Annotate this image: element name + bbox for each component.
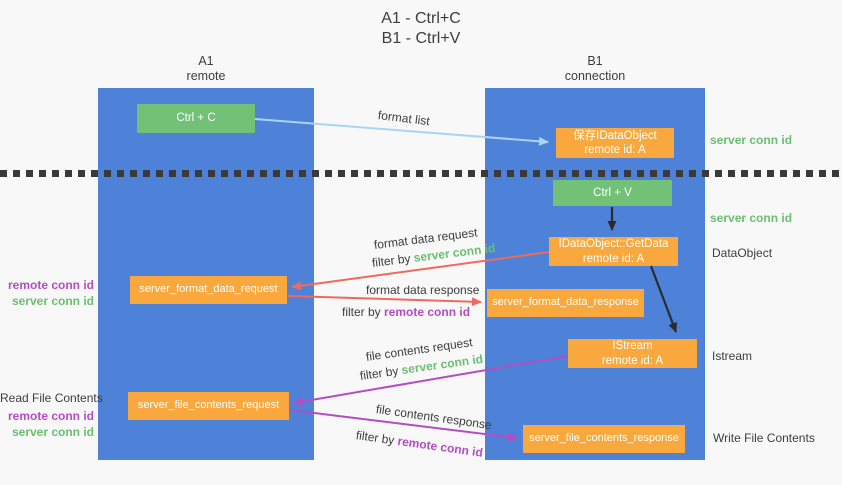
dataobject-label: DataObject [712, 246, 773, 260]
save-idataobject-box: 保存IDataObject remote id: A [556, 128, 674, 158]
file-contents-response-label: file contents response [375, 402, 493, 433]
server-file-contents-request-label: server_file_contents_request [137, 399, 280, 412]
format-list-label: format list [377, 108, 431, 129]
ctrl-c-label: Ctrl + C [176, 112, 216, 125]
format-data-response-label: format data response [366, 283, 480, 297]
getdata-line2: remote id: A [582, 252, 645, 265]
filter-by-text: filter by [371, 251, 412, 270]
remote-conn-id-text: remote conn id [396, 433, 484, 460]
filter-by-remote-conn-id-label-2: filter by remote conn id [355, 428, 484, 460]
remote-conn-id-left-top: remote conn id [7, 278, 94, 292]
ctrl-v-box: Ctrl + V [553, 180, 672, 206]
column-header-b1: B1 connection [485, 54, 705, 84]
write-file-contents-label: Write File Contents [713, 431, 815, 445]
column-header-a1: A1 remote [98, 54, 314, 84]
remote-conn-id-text: remote conn id [384, 305, 471, 319]
istream-line2: remote id: A [601, 354, 664, 367]
column-a1-subtitle: remote [186, 69, 226, 83]
column-b1-name: B1 [587, 54, 603, 68]
ctrl-v-label: Ctrl + V [593, 186, 632, 199]
istream-box: IStream remote id: A [568, 339, 697, 368]
filter-by-remote-conn-id-label-1: filter by remote conn id [342, 305, 470, 319]
ctrl-c-box: Ctrl + C [137, 104, 255, 133]
server-conn-id-right-mid: server conn id [710, 211, 793, 225]
column-a1-name: A1 [198, 54, 214, 68]
save-idataobject-line1: 保存IDataObject [573, 129, 657, 142]
server-file-contents-request-box: server_file_contents_request [128, 392, 289, 420]
server-conn-id-right-top: server conn id [710, 133, 793, 147]
dotted-divider [0, 170, 842, 177]
server-format-data-response-box: server_format_data_response [487, 289, 644, 317]
server-format-data-request-label: server_format_data_request [139, 283, 278, 296]
diagram-title: A1 - Ctrl+C B1 - Ctrl+V [0, 9, 842, 49]
filter-by-text: filter by [342, 305, 381, 319]
server-format-data-response-label: server_format_data_response [492, 296, 639, 309]
server-conn-id-left-bottom: server conn id [11, 425, 94, 439]
title-line-2: B1 - Ctrl+V [381, 30, 461, 47]
save-idataobject-line2: remote id: A [584, 144, 646, 156]
getdata-line1: IDataObject::GetData [558, 238, 669, 251]
conn-id-left-top-group: remote conn id server conn id [0, 277, 94, 309]
server-conn-id-left-top: server conn id [11, 294, 94, 308]
server-format-data-request-box: server_format_data_request [130, 276, 287, 304]
read-file-contents-label: Read File Contents [0, 391, 103, 405]
title-line-1: A1 - Ctrl+C [381, 10, 461, 27]
server-file-contents-response-box: server_file_contents_response [523, 425, 685, 453]
istream-line1: IStream [612, 340, 653, 353]
filter-by-text: filter by [359, 363, 400, 383]
getdata-box: IDataObject::GetData remote id: A [549, 237, 678, 266]
istream-side-label: Istream [712, 349, 753, 363]
remote-conn-id-left-bottom: remote conn id [7, 409, 94, 423]
server-file-contents-response-label: server_file_contents_response [529, 432, 679, 445]
column-b1-subtitle: connection [564, 69, 626, 83]
filter-by-text: filter by [355, 428, 396, 448]
conn-id-left-bottom-group: remote conn id server conn id [0, 408, 94, 440]
